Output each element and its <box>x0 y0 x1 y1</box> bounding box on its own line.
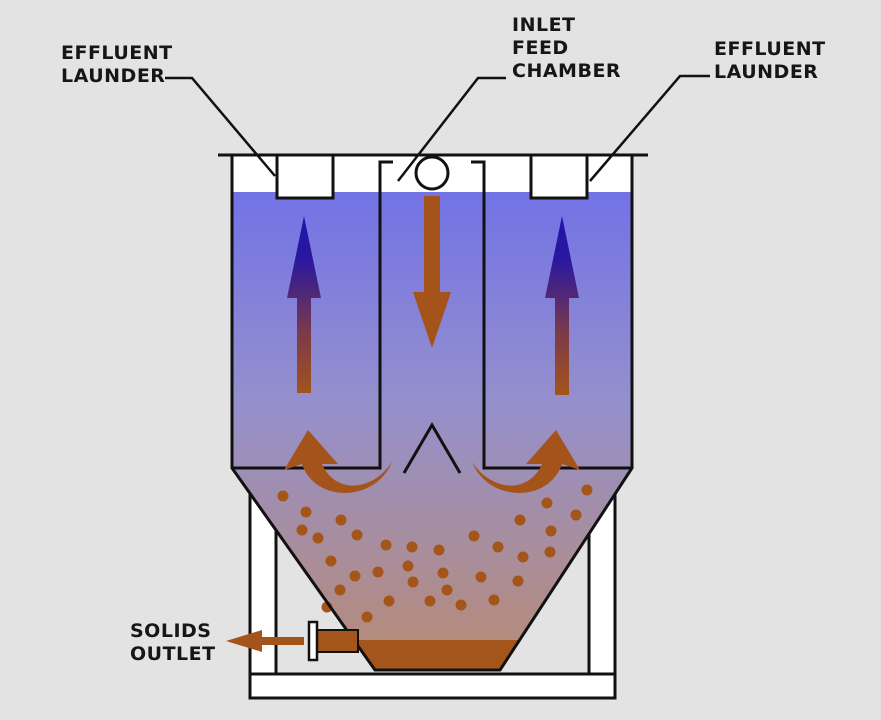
leader-lines <box>165 74 710 182</box>
tank-body <box>232 155 632 670</box>
solids-particles <box>277 484 593 623</box>
label-line: LAUNDER <box>61 65 166 87</box>
left-up-flow-arrow-icon <box>287 216 321 393</box>
solids-outlet-pipe <box>307 620 359 662</box>
sludge-layer <box>355 640 519 670</box>
solids-outlet-arrow-icon <box>226 630 304 652</box>
left-curved-flow-arrow-icon <box>284 430 392 494</box>
left-effluent-launder-label: EFFLUENT LAUNDER <box>61 42 173 88</box>
tank-outline <box>230 155 634 672</box>
right-up-flow-arrow-icon <box>545 216 579 395</box>
label-line: CHAMBER <box>512 60 622 82</box>
label-line: EFFLUENT <box>61 42 173 64</box>
label-line: SOLIDS <box>130 620 212 642</box>
feed-pipe-icon <box>414 155 450 191</box>
right-effluent-launder <box>529 153 589 200</box>
label-line: OUTLET <box>130 643 216 665</box>
label-line: EFFLUENT <box>714 38 826 60</box>
down-flow-arrow-icon <box>413 196 451 348</box>
label-line: LAUNDER <box>714 61 819 83</box>
label-line: FEED <box>512 37 569 59</box>
right-curved-flow-arrow-icon <box>472 430 580 494</box>
inlet-feed-chamber-label: INLET FEED CHAMBER <box>512 14 621 83</box>
label-line: INLET <box>512 14 576 36</box>
deflector-cone <box>402 422 462 474</box>
right-effluent-launder-label: EFFLUENT LAUNDER <box>714 38 826 84</box>
left-effluent-launder <box>275 153 335 200</box>
solids-outlet-label: SOLIDS OUTLET <box>130 620 216 666</box>
